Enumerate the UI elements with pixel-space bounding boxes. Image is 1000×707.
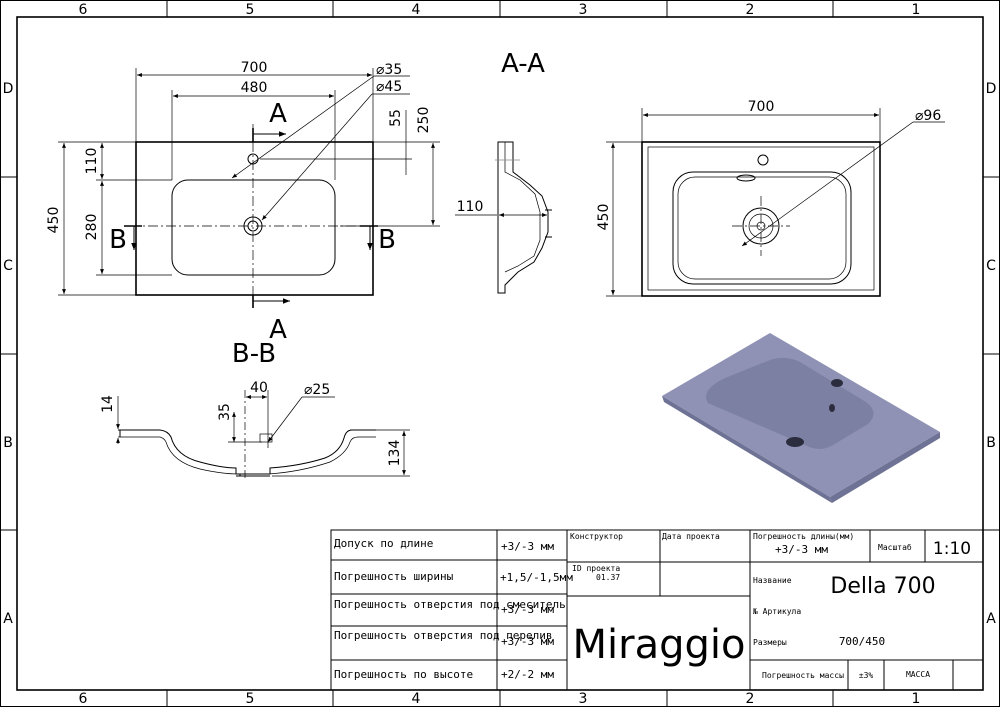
- dim-55: 55: [388, 109, 404, 127]
- tb-article-label: № Артикула: [752, 607, 801, 616]
- sink-render-3d: [662, 333, 940, 503]
- section-aa-title: A-A: [501, 49, 545, 79]
- tb-row-value: +3/-3 мм: [501, 540, 554, 553]
- dim-bowl-width: 480: [241, 80, 268, 96]
- grid-col-label: 2: [746, 691, 755, 707]
- grid-row-label: A: [986, 611, 996, 627]
- tb-length-error-label: Погрешность длины(мм): [753, 532, 854, 541]
- grid-row-label: D: [3, 81, 14, 97]
- dim-110: 110: [84, 148, 100, 175]
- tb-length-error-value: +3/-3 мм: [775, 543, 828, 556]
- tb-row-label: Погрешность по высоте: [334, 668, 473, 681]
- tb-project-id-value: 01.37: [596, 573, 620, 582]
- section-b-label-left: B: [109, 225, 127, 255]
- grid-column-labels-bottom: 6 5 4 3 2 1: [79, 691, 921, 707]
- section-bb-view: B-B 40 ⌀25 35 14 134: [100, 339, 410, 480]
- render-bowl: [706, 357, 874, 449]
- dim-hole-large: ⌀45: [376, 79, 402, 95]
- grid-col-label: 5: [246, 2, 255, 18]
- tb-size-value: 700/450: [839, 635, 885, 648]
- section-bb-dim-hole: ⌀25: [304, 382, 330, 398]
- tb-project-date-label: Дата проекта: [662, 532, 720, 541]
- grid-col-label: 3: [579, 691, 588, 707]
- front-view: 700 480 ⌀35 ⌀45 55 250 110 280 450: [46, 60, 440, 345]
- title-block: Допуск по длине +3/-3 мм Погрешность шир…: [330, 529, 984, 691]
- top-view-overflow: [736, 174, 756, 182]
- tb-mass-error-value: ±3%: [859, 671, 874, 680]
- top-view-dim-700: 700: [748, 99, 775, 115]
- grid-row-label: C: [986, 258, 996, 274]
- grid-col-label: 1: [912, 2, 921, 18]
- top-view-dim-450: 450: [596, 204, 612, 231]
- grid-col-label: 4: [412, 2, 421, 18]
- tb-scale-value: 1:10: [933, 539, 971, 559]
- dim-250: 250: [416, 107, 432, 134]
- section-bb-dim-40: 40: [250, 380, 268, 396]
- grid-col-label: 3: [579, 2, 588, 18]
- tb-scale-label: Масштаб: [878, 542, 912, 552]
- tb-mass-label: МАССА: [906, 670, 930, 679]
- dim-450: 450: [46, 207, 62, 234]
- section-aa-view: A-A 110: [455, 49, 552, 294]
- grid-column-labels-top: 6 5 4 3 2 1: [79, 2, 921, 18]
- render-drain-hole: [786, 437, 804, 447]
- grid-row-labels-right: D C B A: [986, 81, 997, 627]
- top-view-mixer-hole: [757, 154, 769, 166]
- tb-designer-label: Конструктор: [570, 532, 623, 541]
- tb-name-label: Название: [753, 576, 792, 585]
- tb-brand: Miraggio: [573, 622, 746, 668]
- section-bb-dim-35: 35: [217, 403, 233, 421]
- top-view-bowl: [672, 171, 852, 285]
- top-view: 700 450 ⌀96: [596, 99, 945, 297]
- grid-row-label: B: [986, 435, 996, 451]
- render-overflow-hole: [829, 404, 835, 412]
- grid-col-label: 2: [746, 2, 755, 18]
- section-bb-title: B-B: [232, 339, 276, 369]
- tb-row-value: +2/-2 мм: [501, 668, 554, 681]
- tb-mass-error-label: Погрешность массы: [762, 671, 844, 680]
- grid-col-label: 5: [246, 691, 255, 707]
- bowl-outline: [171, 179, 336, 276]
- tb-row-value: +1,5/-1,5мм: [500, 571, 573, 584]
- render-mixer-hole: [831, 379, 843, 387]
- grid-col-label: 6: [79, 2, 88, 18]
- tb-row-label: Погрешность отверстия под смеситель: [334, 598, 566, 611]
- grid-col-label: 6: [79, 691, 88, 707]
- tb-row-label: Погрешность отверстия под перелив: [334, 629, 553, 642]
- tb-row-value: +3/-3 мм: [501, 603, 554, 616]
- sink-outline: [135, 141, 374, 296]
- dim-overall-width: 700: [241, 60, 268, 76]
- grid-row-label: D: [986, 81, 997, 97]
- grid-col-label: 4: [412, 691, 421, 707]
- dim-280: 280: [84, 214, 100, 241]
- section-bb-dim-14: 14: [100, 395, 116, 413]
- tb-project-id-label: ID проекта: [572, 564, 620, 573]
- dim-hole-small: ⌀35: [376, 62, 402, 78]
- top-view-drain-outer: [742, 207, 780, 245]
- grid-col-label: 1: [912, 691, 921, 707]
- section-a-label-bottom: A: [269, 315, 287, 345]
- top-view-dim-hole: ⌀96: [915, 108, 941, 124]
- tb-row-value: +3/-3 мм: [501, 635, 554, 648]
- section-aa-dim-110: 110: [457, 199, 484, 215]
- grid-row-label: B: [3, 435, 13, 451]
- tb-row-label: Погрешность ширины: [334, 570, 454, 583]
- section-a-label-top: A: [269, 99, 287, 129]
- grid-row-labels-left: D C B A: [3, 81, 14, 627]
- grid-row-label: A: [3, 611, 13, 627]
- tb-name-value: Della 700: [830, 574, 935, 599]
- section-b-label-right: B: [378, 225, 396, 255]
- grid-row-label: C: [3, 258, 13, 274]
- tb-size-label: Размеры: [753, 638, 787, 647]
- section-bb-dim-134: 134: [387, 440, 403, 467]
- tb-row-label: Допуск по длине: [334, 537, 433, 550]
